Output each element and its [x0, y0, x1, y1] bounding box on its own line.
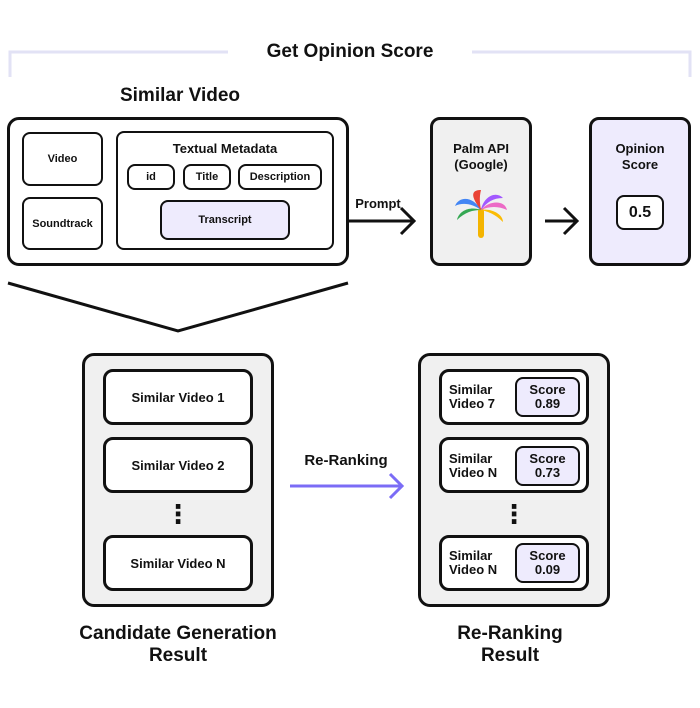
reranked-item-name-2: Video N [449, 562, 498, 577]
rerank-caption-1: Re-Ranking [457, 623, 563, 644]
score-value: 0.89 [534, 396, 561, 411]
header-bracket [8, 50, 692, 77]
score-badge [515, 377, 580, 417]
opinion-score-label-2: Score [621, 156, 659, 172]
rerank-label: Re-Ranking [304, 451, 388, 469]
score-badge [515, 543, 580, 583]
score-label: Score [529, 382, 566, 397]
palm-tree-icon [455, 190, 507, 238]
candidate-ellipsis: ⋮ [165, 498, 191, 529]
funnel-lines [7, 281, 349, 333]
candidate-item: Similar Video N [103, 535, 253, 591]
similar-video-title: Similar Video [119, 85, 241, 106]
opinion-score-label-1: Opinion [615, 140, 665, 156]
candidate-item: Similar Video 1 [103, 369, 253, 425]
textual-metadata-box [116, 131, 334, 250]
palm-api-box [430, 117, 532, 266]
score-label: Score [529, 548, 566, 563]
reranked-item-name-1: Similar [449, 382, 493, 397]
candidate-caption-2: Result [148, 645, 208, 666]
score-label: Score [529, 451, 566, 466]
reranked-item-name-2: Video N [449, 465, 498, 480]
score-badge [515, 446, 580, 486]
reranked-item-name-1: Similar [449, 451, 493, 466]
palm-api-label: Palm API [453, 140, 509, 156]
score-value: 0.73 [534, 465, 561, 480]
textual-metadata-title: Textual Metadata [172, 140, 278, 156]
prompt-label: Prompt [355, 195, 401, 211]
palm-to-score-arrow [545, 206, 580, 236]
metadata-transcript: Transcript [160, 200, 290, 240]
rerank-arrow [290, 472, 405, 500]
reranked-item-name-1: Similar [449, 548, 493, 563]
candidate-caption-1: Candidate Generation [79, 623, 277, 644]
page-title: Get Opinion Score [266, 41, 434, 62]
palm-api-sublabel: (Google) [454, 156, 508, 172]
reranked-ellipsis: ⋮ [501, 498, 527, 529]
metadata-title-field: Title [183, 164, 231, 190]
candidate-item: Similar Video 2 [103, 437, 253, 493]
reranked-item-name-2: Video 7 [449, 396, 496, 411]
opinion-score-value: 0.5 [616, 195, 664, 230]
rerank-caption-2: Result [480, 645, 540, 666]
metadata-description: Description [238, 164, 322, 190]
video-box: Video [22, 132, 103, 186]
opinion-score-box [589, 117, 691, 266]
metadata-id: id [127, 164, 175, 190]
soundtrack-box: Soundtrack [22, 197, 103, 250]
score-value: 0.09 [534, 562, 561, 577]
